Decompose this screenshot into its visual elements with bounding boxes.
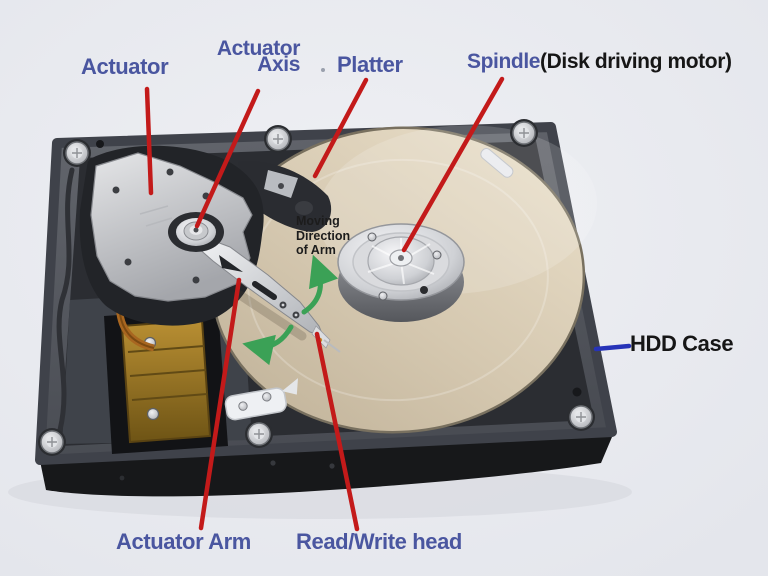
label-spindle-note: (Disk driving motor) bbox=[540, 50, 732, 73]
annotation-moving-line1: Moving bbox=[296, 214, 340, 228]
label-actuator-axis-line1: Actuator bbox=[216, 37, 301, 60]
callout-hdd-case bbox=[593, 343, 632, 352]
callout-platter bbox=[312, 77, 369, 179]
callout-spindle bbox=[401, 76, 505, 253]
air-latch bbox=[480, 148, 514, 178]
annotation-moving-direction: Moving Direction of Arm bbox=[296, 214, 350, 258]
actuator-axis-part bbox=[168, 212, 224, 252]
label-platter: Platter bbox=[337, 52, 403, 77]
label-spindle: Spindle(Disk driving motor) bbox=[467, 51, 732, 72]
callout-read-write-head bbox=[314, 331, 360, 532]
label-read-write-head: Read/Write head bbox=[296, 529, 462, 554]
callout-actuator-arm bbox=[198, 277, 242, 531]
annotation-moving-line3: of Arm bbox=[296, 243, 336, 257]
flex-circuit bbox=[104, 308, 228, 454]
arrow-down-left bbox=[242, 324, 294, 366]
case-screws bbox=[38, 119, 595, 456]
callout-actuator-axis bbox=[194, 88, 261, 229]
callout-actuator bbox=[144, 86, 154, 196]
callout-lines bbox=[144, 76, 505, 532]
label-spindle-text: Spindle bbox=[467, 50, 541, 73]
read-write-head-part bbox=[311, 325, 341, 353]
latch-assembly bbox=[238, 161, 332, 232]
label-actuator-arm: Actuator Arm bbox=[116, 529, 251, 554]
stray-mark bbox=[321, 68, 325, 72]
label-actuator-axis-line2: Axis bbox=[257, 52, 300, 76]
moving-direction-arrows bbox=[242, 254, 339, 366]
hdd-case-side bbox=[40, 431, 612, 497]
label-actuator: Actuator bbox=[81, 54, 169, 79]
label-actuator-axis: Actuator Axis bbox=[205, 37, 301, 76]
label-hdd-case: HDD Case bbox=[630, 331, 734, 356]
spindle-hub bbox=[337, 223, 465, 322]
annotation-moving-line2: Direction bbox=[296, 228, 351, 243]
arrow-up bbox=[301, 254, 339, 315]
parking-ramp bbox=[224, 378, 298, 421]
